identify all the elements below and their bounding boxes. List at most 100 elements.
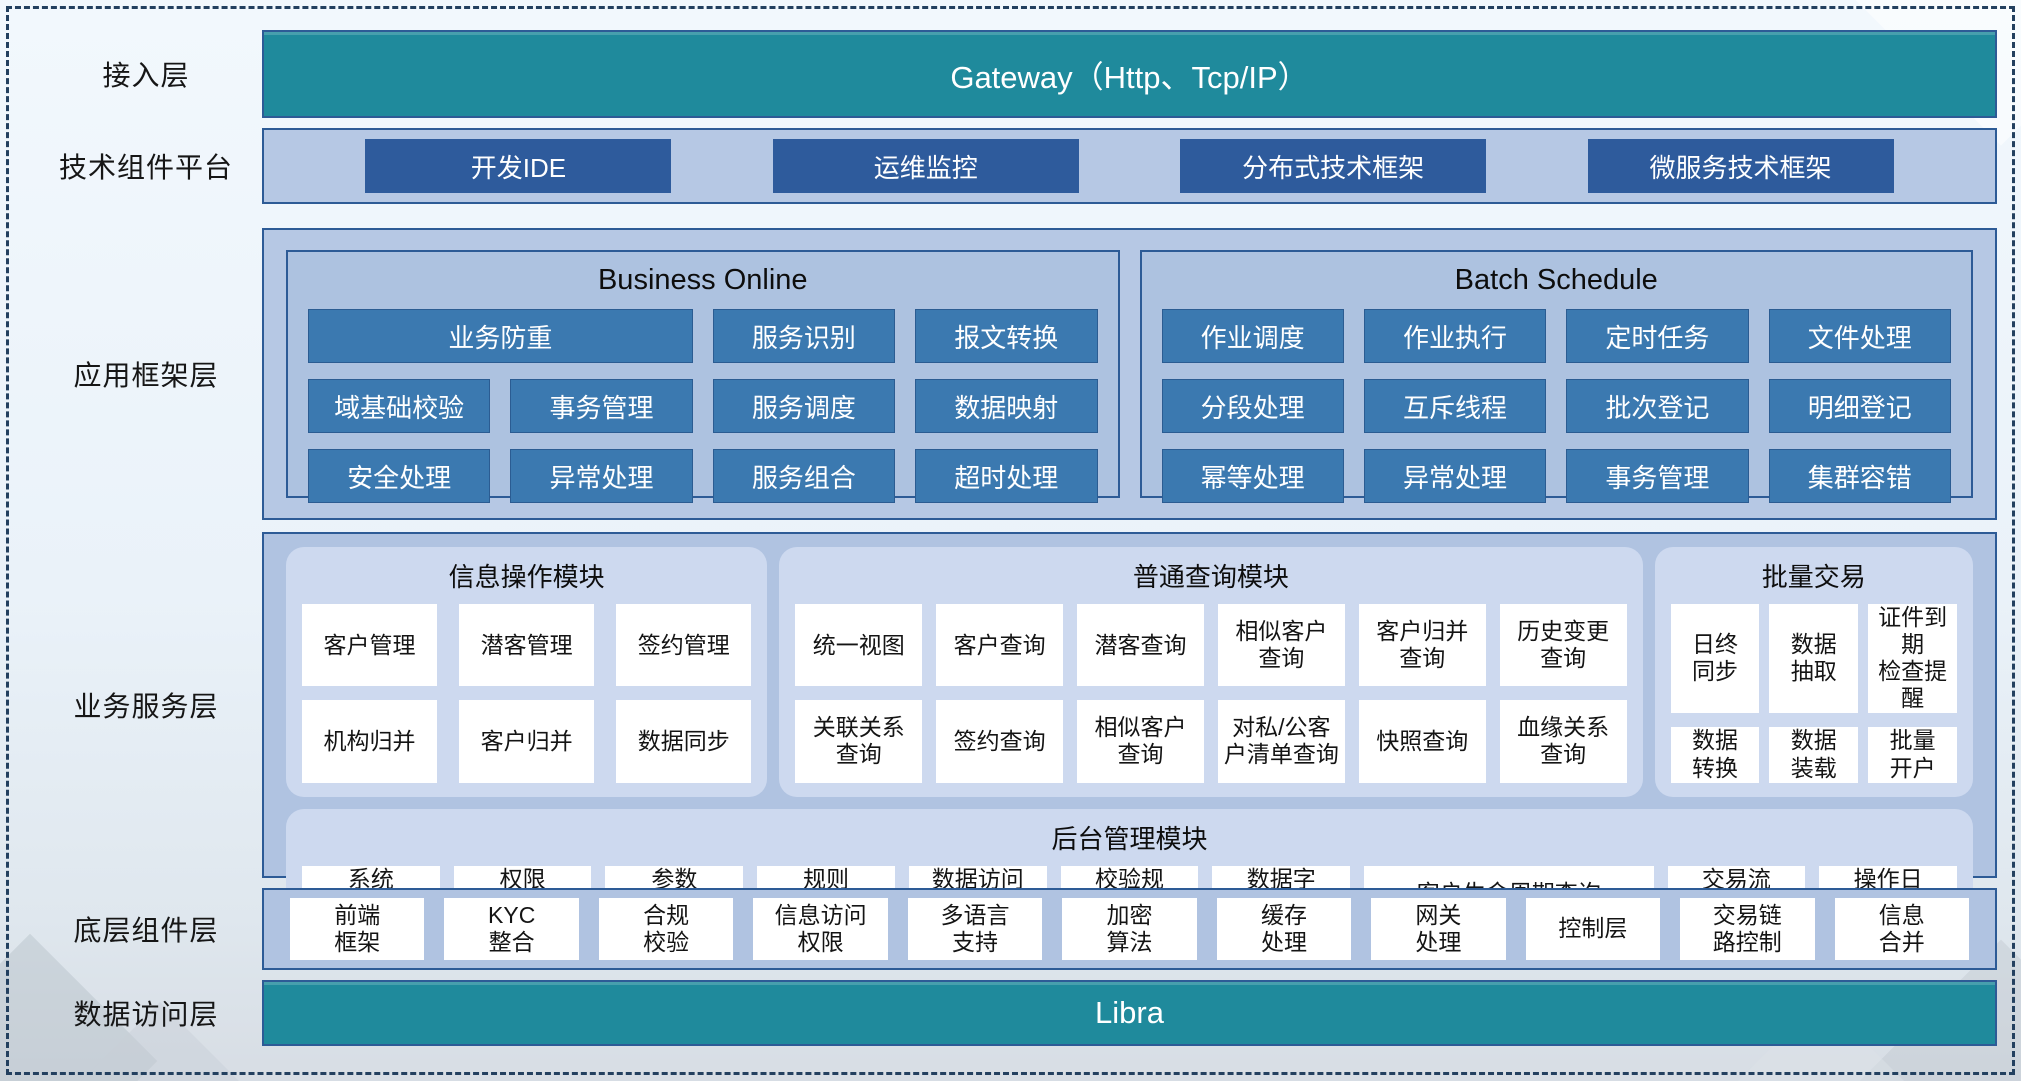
layer-gutter: 数据访问层 xyxy=(30,980,262,1046)
service-module-box: 潜客管理 xyxy=(459,604,595,687)
gateway-bar: Gateway（Http、Tcp/IP） xyxy=(262,30,1997,118)
batch-schedule-panel: Batch Schedule 作业调度作业执行定时任务文件处理分段处理互斥线程批… xyxy=(1139,250,1973,503)
business-service-container: 信息操作模块 客户管理潜客管理签约管理机构归并客户归并数据同步 普通查询模块 统… xyxy=(262,532,1997,936)
tech-module-box: 开发IDE xyxy=(365,139,672,193)
layer-gutter: 业务服务层 xyxy=(30,532,262,878)
component-box: 前端 框架 xyxy=(290,898,425,960)
service-module-box: 机构归并 xyxy=(302,700,438,783)
component-box: 信息访问 权限 xyxy=(753,898,888,960)
service-module-box: 关联关系 查询 xyxy=(795,700,923,783)
framework-module-box: 作业调度 xyxy=(1161,309,1344,363)
framework-module-box: 报文转换 xyxy=(915,309,1098,363)
business-online-grid: 业务防重服务识别报文转换域基础校验事务管理服务调度数据映射安全处理异常处理服务组… xyxy=(308,309,1098,503)
service-module-box: 血缘关系 查询 xyxy=(1499,700,1627,783)
batch-trade-panel: 批量交易 日终 同步数据 抽取证件到期 检查提醒数据 转换数据 装载批量 开户 xyxy=(1654,547,1973,797)
service-module-box: 批量 开户 xyxy=(1868,726,1957,783)
business-online-panel: Business Online 业务防重服务识别报文转换域基础校验事务管理服务调… xyxy=(286,250,1120,503)
component-box: 合规 校验 xyxy=(598,898,734,960)
framework-module-box: 异常处理 xyxy=(1363,449,1547,503)
framework-module-box: 分段处理 xyxy=(1161,379,1344,433)
framework-module-box: 互斥线程 xyxy=(1363,379,1547,433)
service-module-box: 对私/公客 户清单查询 xyxy=(1217,700,1345,783)
framework-module-box: 文件处理 xyxy=(1768,309,1951,363)
service-module-box: 签约查询 xyxy=(936,700,1064,783)
component-box: KYC 整合 xyxy=(444,898,579,960)
layer-row-base-components: 底层组件层 前端 框架 KYC 整合合规 校验信息访问 权限多语言 支持加密 算法… xyxy=(30,888,1997,970)
layer-gutter: 底层组件层 xyxy=(30,888,262,970)
service-module-box: 客户管理 xyxy=(302,604,438,687)
admin-module-title: 后台管理模块 xyxy=(1051,823,1208,854)
batch-schedule-title: Batch Schedule xyxy=(1454,264,1658,296)
layer-label-access: 接入层 xyxy=(102,60,190,91)
component-box: 控制层 xyxy=(1525,898,1661,960)
normal-query-title: 普通查询模块 xyxy=(1132,562,1289,592)
framework-module-box: 集群容错 xyxy=(1768,449,1951,503)
info-operation-title: 信息操作模块 xyxy=(448,562,605,592)
framework-module-box: 服务识别 xyxy=(712,309,896,363)
layer-label-business-service: 业务服务层 xyxy=(73,691,219,722)
base-components-container: 前端 框架 KYC 整合合规 校验信息访问 权限多语言 支持加密 算法缓存 处理网… xyxy=(262,888,1997,970)
component-box: 信息 合并 xyxy=(1834,898,1969,960)
batch-trade-grid: 日终 同步数据 抽取证件到期 检查提醒数据 转换数据 装载批量 开户 xyxy=(1670,604,1957,783)
layer-label-app-framework: 应用框架层 xyxy=(73,360,219,391)
framework-module-box: 安全处理 xyxy=(308,449,491,503)
normal-query-panel: 普通查询模块 统一视图客户查询潜客查询相似客户 查询客户归并 查询历史变更 查询… xyxy=(779,547,1643,797)
framework-module-box: 数据映射 xyxy=(915,379,1098,433)
component-box: 多语言 支持 xyxy=(907,898,1043,960)
layer-row-access: 接入层 Gateway（Http、Tcp/IP） xyxy=(30,30,1997,118)
framework-module-box: 批次登记 xyxy=(1566,379,1749,433)
service-module-box: 数据 装载 xyxy=(1769,726,1859,783)
app-framework-container: Business Online 业务防重服务识别报文转换域基础校验事务管理服务调… xyxy=(262,228,1997,520)
layer-row-business-service: 业务服务层 信息操作模块 客户管理潜客管理签约管理机构归并客户归并数据同步 普通… xyxy=(30,532,1997,936)
service-module-box: 数据 抽取 xyxy=(1769,604,1859,713)
layer-row-app-framework: 应用框架层 Business Online 业务防重服务识别报文转换域基础校验事… xyxy=(30,228,1997,520)
service-module-box: 数据 转换 xyxy=(1670,726,1760,783)
batch-trade-title: 批量交易 xyxy=(1761,562,1866,592)
component-box: 缓存 处理 xyxy=(1216,898,1352,960)
framework-module-box: 作业执行 xyxy=(1363,309,1547,363)
framework-module-box: 服务组合 xyxy=(712,449,896,503)
framework-module-box: 定时任务 xyxy=(1566,309,1749,363)
service-module-box: 相似客户 查询 xyxy=(1217,604,1345,687)
service-module-box: 统一视图 xyxy=(795,604,923,687)
service-module-box: 潜客查询 xyxy=(1077,604,1204,687)
layer-gutter: 应用框架层 xyxy=(30,228,262,520)
service-module-box: 签约管理 xyxy=(616,604,752,687)
service-module-box: 历史变更 查询 xyxy=(1499,604,1627,687)
component-box: 网关 处理 xyxy=(1371,898,1506,960)
framework-module-box: 超时处理 xyxy=(915,449,1098,503)
service-module-box: 相似客户 查询 xyxy=(1077,700,1204,783)
framework-module-box: 幂等处理 xyxy=(1161,449,1344,503)
info-operation-panel: 信息操作模块 客户管理潜客管理签约管理机构归并客户归并数据同步 xyxy=(286,547,768,797)
layer-gutter: 接入层 xyxy=(30,30,262,118)
framework-module-box: 明细登记 xyxy=(1768,379,1951,433)
libra-bar: Libra xyxy=(262,980,1997,1046)
framework-module-box: 事务管理 xyxy=(510,379,693,433)
info-operation-grid: 客户管理潜客管理签约管理机构归并客户归并数据同步 xyxy=(302,604,752,783)
service-module-box: 日终 同步 xyxy=(1670,604,1760,713)
component-box: 加密 算法 xyxy=(1062,898,1197,960)
service-modules-row: 信息操作模块 客户管理潜客管理签约管理机构归并客户归并数据同步 普通查询模块 统… xyxy=(286,547,1973,797)
batch-schedule-grid: 作业调度作业执行定时任务文件处理分段处理互斥线程批次登记明细登记幂等处理异常处理… xyxy=(1161,309,1951,503)
business-online-title: Business Online xyxy=(597,264,808,296)
layer-gutter: 技术组件平台 xyxy=(30,128,262,204)
framework-module-box: 域基础校验 xyxy=(308,379,491,433)
framework-module-box: 服务调度 xyxy=(712,379,896,433)
service-module-box: 数据同步 xyxy=(616,700,752,783)
service-module-box: 客户归并 xyxy=(459,700,595,783)
layer-row-data-access: 数据访问层 Libra xyxy=(30,980,1997,1046)
layer-label-base-components: 底层组件层 xyxy=(73,915,219,946)
layer-label-tech-platform: 技术组件平台 xyxy=(58,152,233,183)
service-module-box: 证件到期 检查提醒 xyxy=(1868,604,1957,713)
service-module-box: 客户查询 xyxy=(936,604,1064,687)
service-module-box: 客户归并 查询 xyxy=(1358,604,1486,687)
tech-module-box: 运维监控 xyxy=(772,139,1079,193)
layer-label-data-access: 数据访问层 xyxy=(73,999,219,1030)
normal-query-grid: 统一视图客户查询潜客查询相似客户 查询客户归并 查询历史变更 查询关联关系 查询… xyxy=(795,604,1627,783)
tech-module-box: 分布式技术框架 xyxy=(1180,139,1487,193)
service-module-box: 快照查询 xyxy=(1358,700,1486,783)
framework-module-box: 业务防重 xyxy=(308,309,693,363)
